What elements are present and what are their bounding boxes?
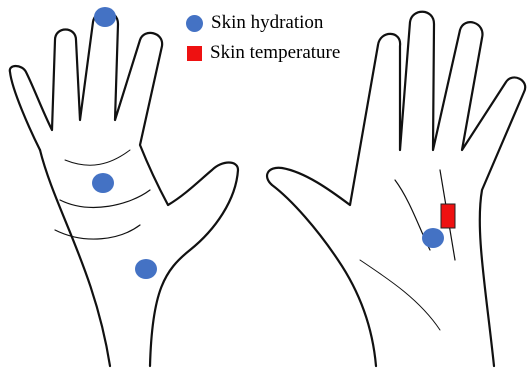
temperature-marker-back <box>441 204 455 228</box>
hydration-marker-palm <box>92 173 114 193</box>
hydration-marker-fingertip <box>94 7 116 27</box>
hydration-marker-back <box>422 228 444 248</box>
temperature-legend-label: Skin temperature <box>210 42 340 64</box>
hydration-marker-wrist <box>135 259 157 279</box>
temperature-legend-symbol <box>187 46 202 61</box>
legend-temperature: Skin temperature <box>187 42 340 64</box>
hydration-legend-label: Skin hydration <box>211 12 323 34</box>
left-hand <box>10 12 238 366</box>
hydration-legend-symbol <box>186 15 203 32</box>
legend-hydration: Skin hydration <box>186 12 323 34</box>
right-hand <box>267 12 525 366</box>
